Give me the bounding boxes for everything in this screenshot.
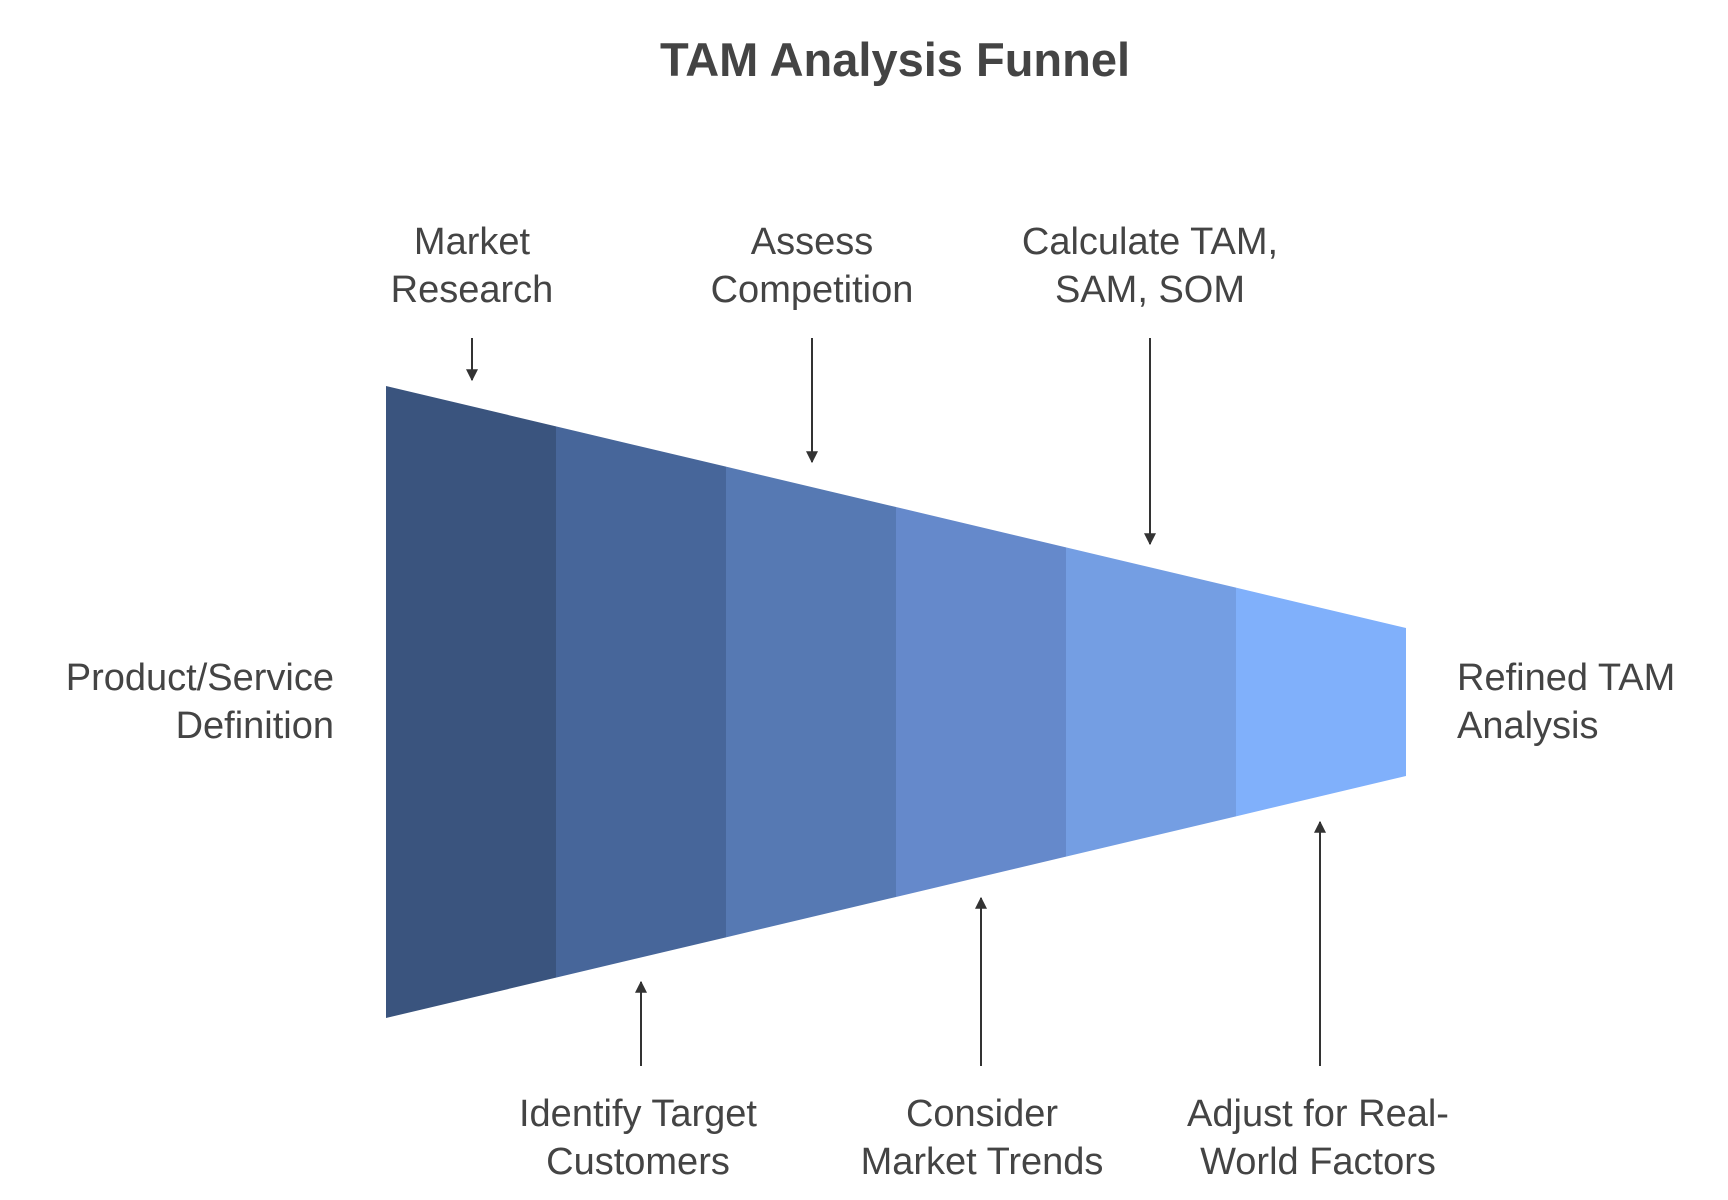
funnel-segment	[386, 386, 556, 1018]
start-label-line-1: Product/Service	[65, 657, 334, 699]
start-label-line-2: Definition	[175, 705, 334, 747]
end-label-line-2: Analysis	[1457, 705, 1599, 747]
diagram-title: TAM Analysis Funnel	[659, 33, 1131, 86]
step-label-line-2: Research	[390, 269, 554, 311]
step-label-line-1: Calculate TAM,	[1021, 221, 1279, 263]
step-label-line-2: World Factors	[1200, 1141, 1436, 1183]
step-market-research: Market Research	[391, 218, 554, 314]
step-calculate-tam-sam-som: Calculate TAM, SAM, SOM	[1022, 218, 1278, 314]
funnel-segment	[556, 426, 726, 978]
step-label-line-1: Assess	[750, 221, 874, 263]
funnel-segment	[1066, 547, 1236, 857]
funnel-segment	[1236, 587, 1406, 817]
start-label: Product/Service Definition	[0, 654, 334, 750]
step-label-line-2: Competition	[710, 269, 914, 311]
step-assess-competition: Assess Competition	[711, 218, 914, 314]
step-label-line-1: Consider	[905, 1093, 1059, 1135]
step-label-line-2: SAM, SOM	[1054, 269, 1246, 311]
step-identify-target-customers: Identify Target Customers	[519, 1090, 757, 1186]
step-label-line-2: Market Trends	[860, 1141, 1104, 1183]
step-label-line-1: Adjust for Real-	[1187, 1093, 1449, 1135]
end-label: Refined TAM Analysis	[1457, 654, 1675, 750]
funnel-segment	[726, 466, 896, 938]
step-label-line-1: Market	[413, 221, 531, 263]
step-consider-market-trends: Consider Market Trends	[861, 1090, 1104, 1186]
step-label-line-2: Customers	[546, 1141, 730, 1183]
end-label-line-1: Refined TAM	[1457, 657, 1676, 699]
funnel-segment	[896, 507, 1066, 897]
step-adjust-real-world-factors: Adjust for Real- World Factors	[1187, 1090, 1449, 1186]
step-label-line-1: Identify Target	[518, 1093, 758, 1135]
